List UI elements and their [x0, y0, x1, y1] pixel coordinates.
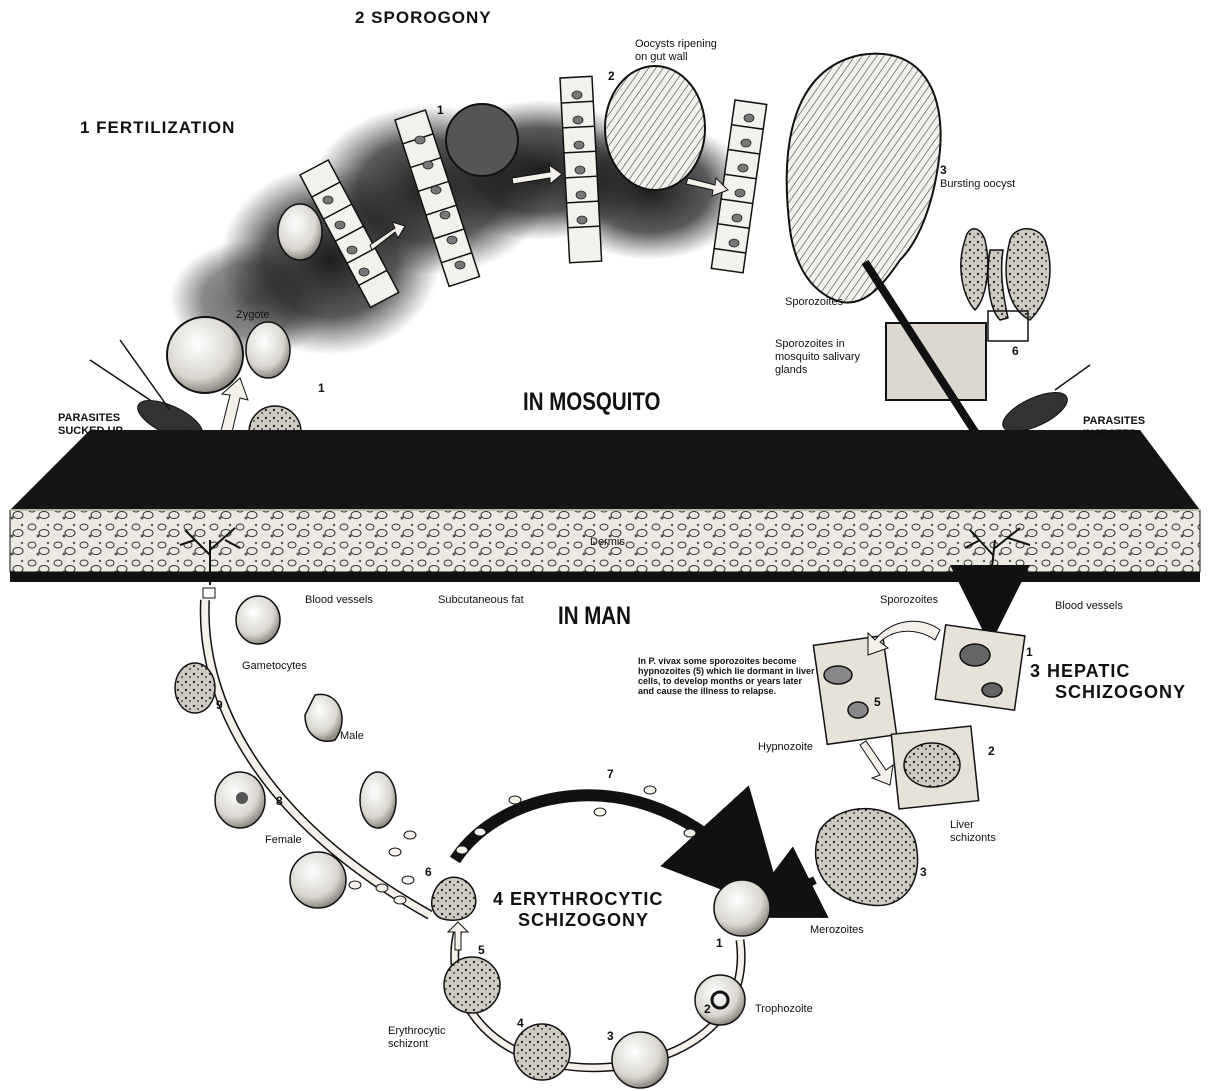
stage-hepatic-line1: 3 HEPATIC	[1030, 662, 1130, 682]
num-erythro-5: 5	[478, 944, 485, 958]
label-male: Male	[340, 730, 364, 743]
stage-erythrocytic-line2: SCHIZOGONY	[518, 911, 649, 931]
stage-hepatic-line2: SCHIZOGONY	[1055, 683, 1186, 703]
salivary-gland-inset-box	[886, 323, 986, 400]
region-in-mosquito: IN MOSQUITO	[523, 388, 660, 417]
label-oocysts-line1: Oocysts ripening	[635, 38, 717, 51]
num-erythro-7: 7	[607, 768, 614, 782]
salivary-glands	[961, 229, 1050, 320]
liver-cells	[813, 625, 1025, 906]
stage-sporogony: 2 SPOROGONY	[355, 8, 492, 28]
num-hepatic-1: 1	[1026, 646, 1033, 660]
num-erythro-3: 3	[607, 1030, 614, 1044]
num-erythro-6: 6	[425, 866, 432, 880]
num-sporogony-2: 2	[608, 70, 615, 84]
label-erythrocytic-schizont-line1: Erythrocytic	[388, 1025, 445, 1038]
label-liver-schizonts-line2: schizonts	[950, 832, 996, 845]
label-blood-vessels-right: Blood vessels	[1055, 600, 1123, 613]
vivax-note: In P. vivax some sporozoites become hypn…	[638, 657, 818, 697]
label-female: Female	[265, 834, 302, 847]
region-in-man: IN MAN	[558, 602, 631, 631]
label-dermis: Dermis	[590, 536, 625, 549]
num-mosquito-1: 1	[318, 382, 325, 396]
num-gametocyte-8: 8	[276, 795, 283, 809]
num-gametocyte-9: 9	[216, 699, 223, 713]
label-salivary-line2: mosquito salivary	[775, 351, 860, 364]
skin-slab	[10, 430, 1200, 582]
label-merozoites: Merozoites	[810, 924, 864, 937]
label-parasites-injected-line1: PARASITES	[1083, 416, 1145, 428]
num-sporogony-3: 3	[940, 164, 947, 178]
label-liver-schizonts-line1: Liver	[950, 819, 974, 832]
label-erythrocytic-schizont-line2: schizont	[388, 1038, 428, 1051]
num-sporogony-1: 1	[437, 104, 444, 118]
label-gametocytes: Gametocytes	[242, 660, 307, 673]
label-parasites-sucked-line1: PARASITES	[58, 413, 120, 425]
label-bursting-oocyst: Bursting oocyst	[940, 178, 1015, 191]
label-zygote: Zygote	[236, 309, 270, 322]
label-hypnozoite: Hypnozoite	[758, 741, 813, 754]
num-hepatic-5: 5	[874, 696, 881, 710]
label-trophozoite: Trophozoite	[755, 1003, 813, 1016]
num-erythro-2: 2	[704, 1003, 711, 1017]
label-sporozoites-man: Sporozoites	[880, 594, 938, 607]
label-salivary-line1: Sporozoites in	[775, 338, 845, 351]
num-hepatic-4: 4	[818, 908, 825, 922]
label-subcutaneous-fat: Subcutaneous fat	[438, 594, 524, 607]
erythrocytic-cycle	[432, 795, 815, 1088]
num-hepatic-2: 2	[988, 745, 995, 759]
label-parasites-injected-line2: INJECTED	[1083, 429, 1137, 441]
label-oocysts-line2: on gut wall	[635, 51, 688, 64]
num-erythro-4: 4	[517, 1017, 524, 1031]
label-blood-vessels-left: Blood vessels	[305, 594, 373, 607]
early-oocyst	[446, 104, 518, 176]
stage-fertilization: 1 FERTILIZATION	[80, 118, 235, 138]
stage-erythrocytic-line1: 4 ERYTHROCYTIC	[493, 890, 663, 910]
num-hepatic-3: 3	[920, 866, 927, 880]
num-erythro-1: 1	[716, 937, 723, 951]
label-parasites-sucked-line2: SUCKED UP	[58, 426, 123, 438]
ripening-oocyst	[605, 66, 705, 190]
num-salivary-6: 6	[1012, 345, 1019, 359]
label-salivary-line3: glands	[775, 364, 807, 377]
label-sporozoites: Sporozoites	[785, 296, 843, 309]
